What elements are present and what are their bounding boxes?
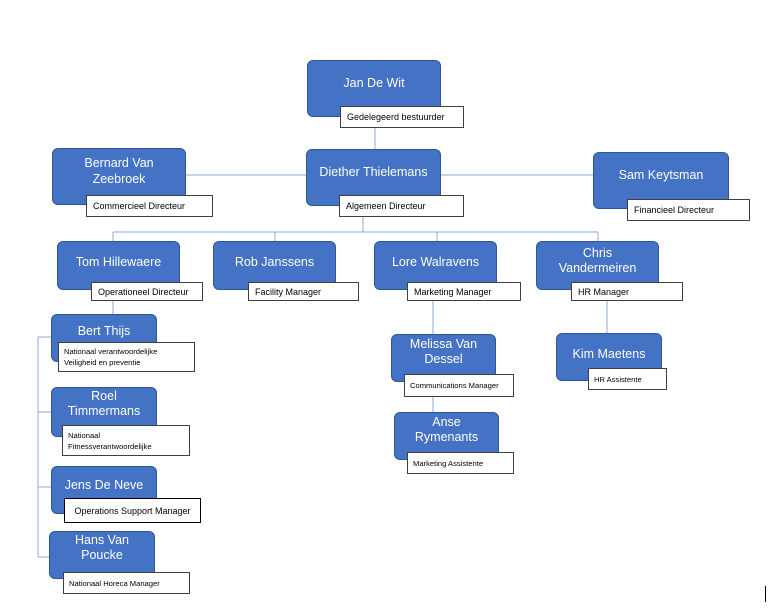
role-label: Nationaal Fitnessverantwoordelijke [62,425,190,456]
node-name: Jan De Wit [343,75,405,90]
role-label: Operations Support Manager [64,498,201,523]
node-lore-walravens: Lore Walravens [374,241,497,290]
role-label: Gedelegeerd bestuurder [340,106,464,128]
node-chris-vandermeiren: Chris Vandermeiren [536,241,659,290]
role-label: Facility Manager [248,282,359,301]
role-label: Marketing Manager [407,282,521,301]
role-label: Algemeen Directeur [339,195,464,217]
role-label: Marketing Assistente [407,452,514,474]
node-name: Anse Rymenants [414,415,479,444]
text-cursor [765,586,766,602]
role-label: Nationaal verantwoordelijke Veiligheid e… [58,342,195,372]
node-name: Tom Hillewaere [75,254,162,269]
node-tom-hillewaere: Tom Hillewaere [57,241,180,290]
role-label: Operationeel Directeur [91,282,203,301]
node-name: Bert Thijs [77,324,131,338]
role-label: Commercieel Directeur [86,195,213,217]
node-name: Sam Keytsman [618,167,704,182]
role-label: HR Assistente [588,368,667,390]
node-name: Lore Walravens [391,254,480,269]
node-name: Kim Maetens [572,347,646,361]
role-label: HR Manager [571,282,683,301]
node-name: Hans Van Poucke [75,533,129,562]
node-name: Rob Janssens [234,254,315,269]
node-name: Melissa Van Dessel [409,337,478,366]
node-name: Chris Vandermeiren [558,245,637,275]
role-label: Communications Manager [404,374,514,397]
node-name: Diether Thielemans [319,164,428,179]
role-label: Financieel Directeur [627,199,750,221]
node-name: Jens De Neve [64,478,144,492]
role-label: Nationaal Horeca Manager [63,572,190,594]
node-name: Bernard Van Zeebroek [84,155,154,186]
node-rob-janssens: Rob Janssens [213,241,336,290]
node-name: Roel Timmermans [67,389,141,418]
